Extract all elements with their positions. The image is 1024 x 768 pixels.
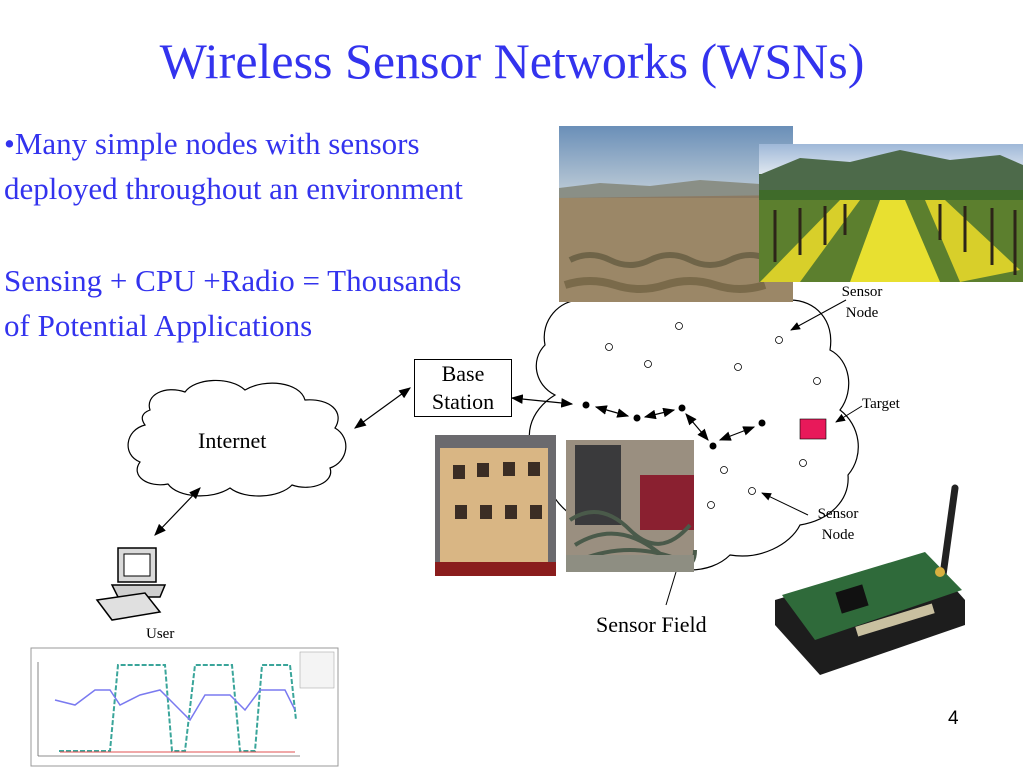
user-label: User [146, 626, 175, 642]
light-chart-image [30, 647, 339, 767]
sensing-line-1: Sensing + CPU +Radio = Thousands [4, 263, 462, 298]
base-station: Base Station [414, 359, 512, 417]
lab-photo [566, 440, 697, 572]
sensor-board-photo [775, 484, 965, 675]
bullet-line-1: •Many simple nodes with sensors [4, 126, 420, 161]
internet-base-arrow [354, 387, 411, 429]
building-photo [435, 435, 556, 576]
page-number: 4 [948, 708, 959, 729]
sensor-node-top-line2: Node [845, 305, 879, 321]
sensor-node-bottom-line1: Sensor [817, 506, 859, 522]
internet-label: Internet [198, 428, 267, 453]
base-station-line1: Base [441, 361, 485, 386]
idle-nodes [605, 322, 821, 509]
sensing-line-2: of Potential Applications [4, 308, 313, 343]
computer-icon [95, 547, 167, 621]
base-node-arrow [510, 394, 574, 408]
sensor-field-label: Sensor Field [596, 612, 707, 637]
sensor-node-bottom-line2: Node [821, 527, 855, 543]
target-label: Target [862, 396, 900, 412]
active-nodes [582, 401, 766, 450]
base-station-line2: Station [431, 389, 495, 414]
sensor-node-bottom-label: Sensor Node [810, 504, 866, 546]
internet-user-arrow [154, 487, 201, 536]
desert-photo [559, 126, 793, 302]
sensor-node-top-line1: Sensor [841, 284, 883, 300]
internet-cloud [127, 379, 347, 497]
sensor-node-top-label: Sensor Node [834, 282, 890, 324]
slide-title: Wireless Sensor Networks (WSNs) [159, 33, 865, 89]
target-box [799, 418, 827, 440]
bullet-line-2: deployed throughout an environment [4, 171, 463, 206]
vineyard-photo [759, 144, 1023, 282]
